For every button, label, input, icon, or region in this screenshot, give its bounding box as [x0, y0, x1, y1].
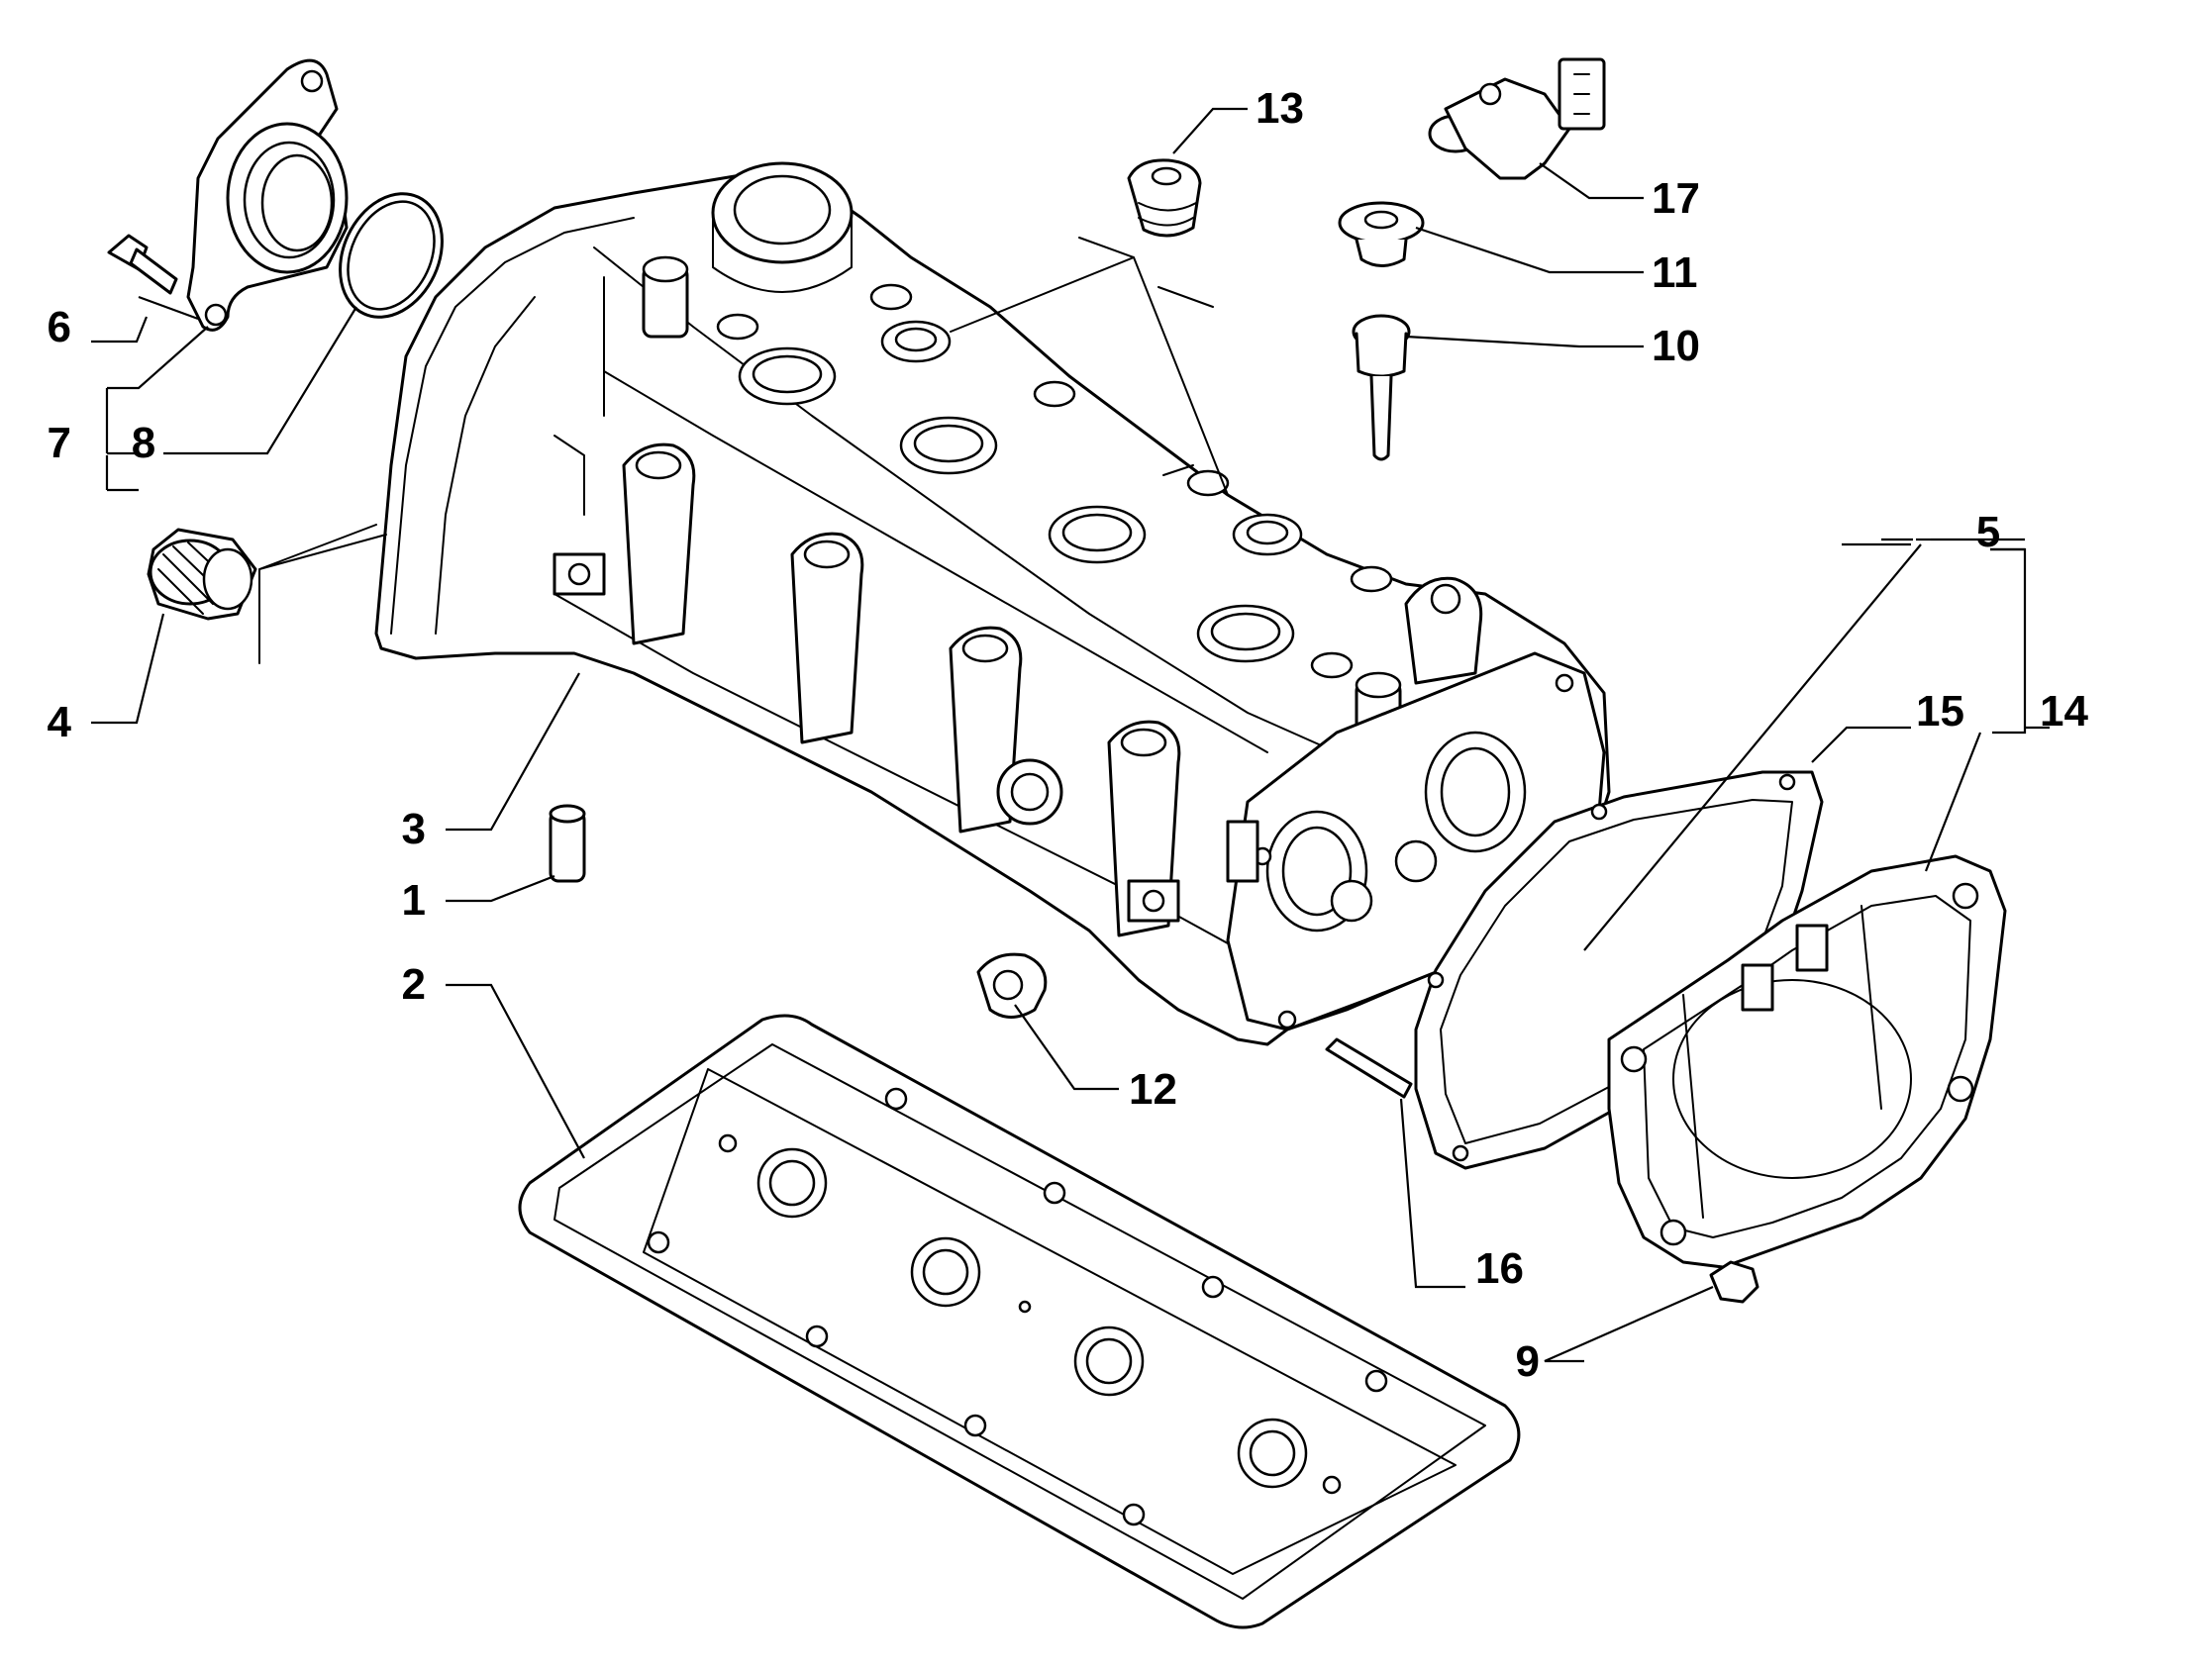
- cylinder-head: [374, 161, 1611, 1046]
- callout-11: 11: [1652, 248, 1698, 297]
- stud: [1325, 1037, 1413, 1099]
- callout-5: 5: [1976, 508, 2000, 556]
- callout-13: 13: [1256, 84, 1304, 133]
- nut: [1709, 1260, 1760, 1304]
- leader-lines: [91, 107, 2050, 1363]
- dowel-pin: [549, 804, 586, 883]
- callout-16: 16: [1475, 1244, 1524, 1293]
- callout-labels: 1 2 3 4 5 6 7 8 9 10 11 12 13 14 15 16 1…: [48, 84, 2089, 1386]
- flange-housing: [186, 58, 349, 332]
- callout-12: 12: [1129, 1065, 1177, 1114]
- plug-13: [1127, 158, 1202, 238]
- callout-17: 17: [1652, 174, 1700, 223]
- callout-4: 4: [48, 698, 72, 746]
- callout-9: 9: [1516, 1337, 1540, 1386]
- callout-15: 15: [1916, 687, 1964, 736]
- callout-14: 14: [2040, 687, 2088, 736]
- timing-cover: [1607, 854, 2007, 1269]
- knurled-bushing: [147, 528, 257, 621]
- cover-gasket: [518, 1014, 1521, 1629]
- long-bolt: [1352, 314, 1411, 461]
- callout-3: 3: [402, 805, 426, 853]
- end-gasket: [1414, 770, 1824, 1170]
- plug-12: [976, 952, 1048, 1019]
- o-ring: [339, 192, 444, 319]
- plug-11: [1338, 201, 1425, 267]
- callout-8: 8: [132, 419, 155, 467]
- speed-sensor: [1428, 57, 1606, 180]
- callout-6: 6: [48, 303, 71, 351]
- callout-2: 2: [402, 960, 426, 1009]
- callout-1: 1: [402, 876, 426, 925]
- callout-10: 10: [1652, 322, 1700, 370]
- callout-7: 7: [48, 419, 71, 467]
- reference-lines: [258, 237, 1229, 664]
- small-bolt: [107, 234, 178, 295]
